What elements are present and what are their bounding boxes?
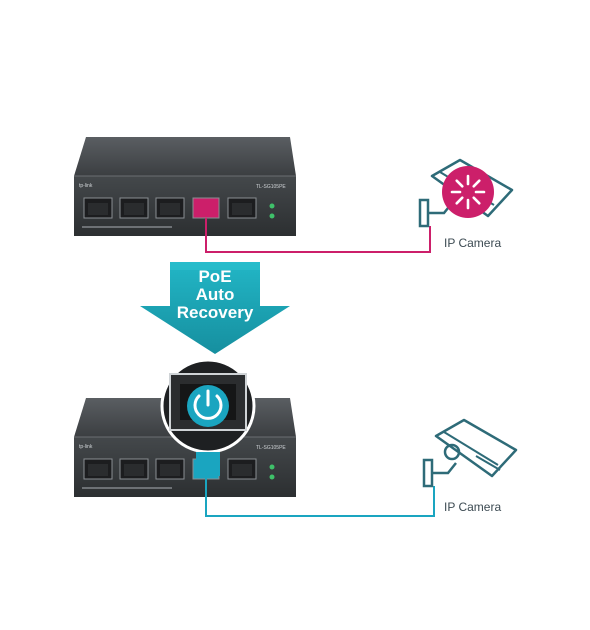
switch-top-brand: tp-link [79,183,93,189]
switch-bottom-brand: tp-link [79,444,93,450]
arrow-label-line1: PoE [198,267,232,286]
cable-bottom [205,478,435,517]
switch-top: tp-link TL-SG105PE [74,137,296,236]
ip-camera-bottom-label: IP Camera [444,500,502,514]
switch-top-ports [83,197,257,219]
switch-bottom-model: TL-SG105PE [256,445,286,451]
ip-camera-top-label: IP Camera [444,236,502,250]
ip-camera-top-icon [418,158,514,228]
switch-top-model: TL-SG105PE [256,184,286,190]
switch-top-faulty-port [192,197,220,219]
ip-camera-bottom-icon [422,418,518,488]
arrow-label-line2: Auto [195,285,235,304]
power-recovery-icon [193,389,223,420]
arrow-label-line3: Recovery [176,303,254,322]
port-magnifier [160,358,256,476]
poe-auto-recovery-arrow [140,262,290,354]
switch-bottom-ports [83,458,257,480]
loading-spinner-icon [450,174,486,210]
cable-top [205,218,431,253]
